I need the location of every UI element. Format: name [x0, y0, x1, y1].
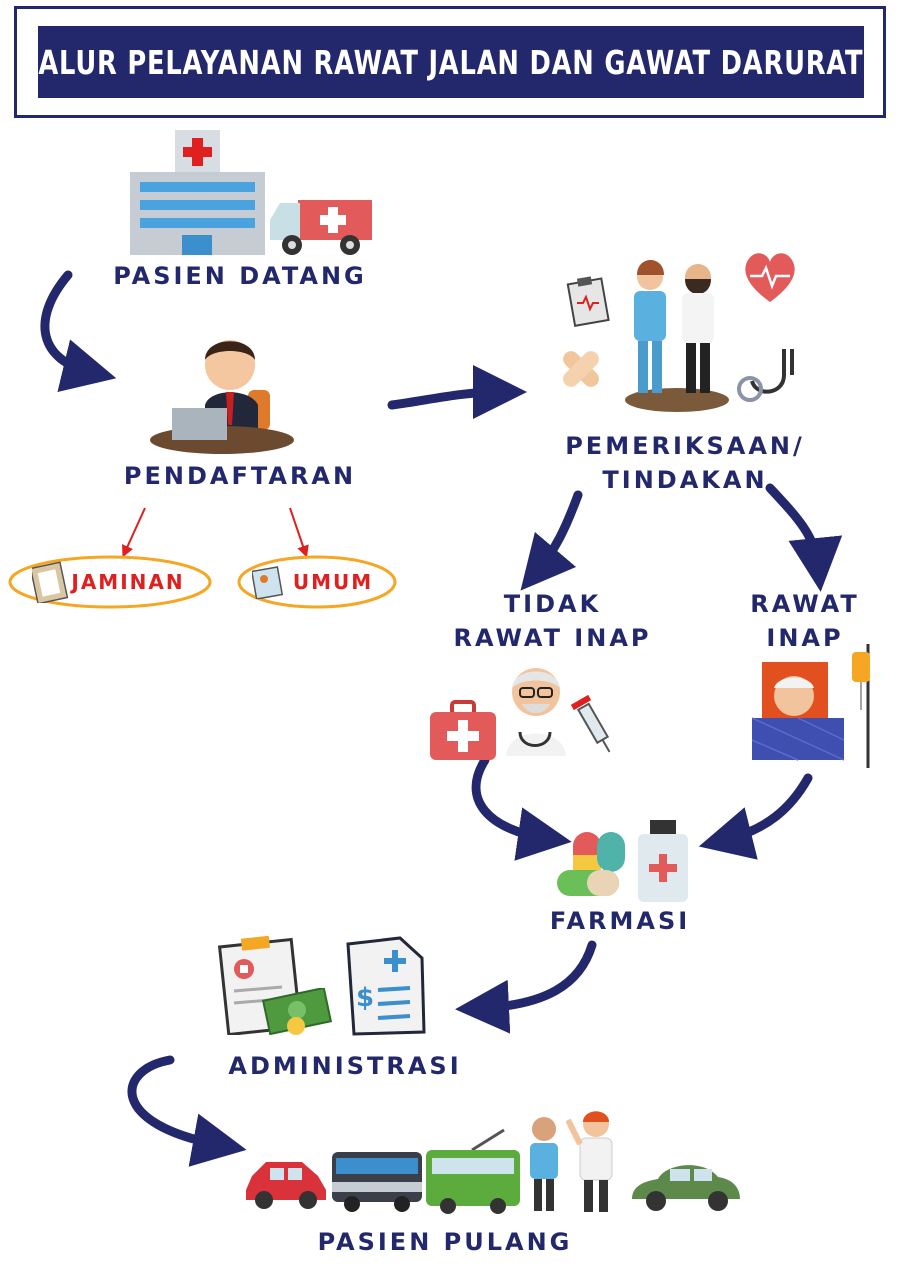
jaminan-frame [8, 555, 212, 609]
ambulance-icon [270, 200, 372, 255]
arrow-datang-to-daftar [40, 270, 117, 392]
arrow-tidak-to-farmasi [471, 755, 572, 861]
clipboard-icon [566, 276, 610, 327]
label-inap: INAP [766, 624, 844, 652]
label-pendaftaran: PENDAFTARAN [123, 462, 357, 490]
tram-icon [426, 1128, 520, 1214]
label-tindakan: TINDAKAN [602, 466, 768, 494]
bandage-icon [563, 351, 599, 387]
receptionist-icon [150, 340, 294, 454]
page-title: ALUR PELAYANAN RAWAT JALAN DAN GAWAT DAR… [38, 42, 864, 82]
syringe-icon [570, 694, 611, 753]
arrow-admin-to-pulang [127, 1055, 247, 1167]
umum-option: UMUM [236, 553, 398, 611]
label-farmasi: FARMASI [549, 907, 691, 935]
stethoscope-icon [737, 349, 794, 402]
arrow-rawat-to-farmasi [698, 773, 813, 860]
arrow-periksa-to-tidak [520, 490, 583, 591]
svg-text:$: $ [356, 983, 374, 1013]
umum-frame [237, 555, 397, 609]
doctor-icon [566, 1111, 613, 1212]
green-car-icon [632, 1165, 740, 1211]
medical-card-icon [252, 566, 284, 599]
bus-icon [332, 1152, 422, 1212]
pills-icon [557, 832, 625, 896]
label-jaminan: JAMINAN [71, 570, 185, 594]
arrow-periksa-to-rawat [765, 483, 843, 592]
label-rawat-inap-tidak: RAWAT INAP [453, 624, 652, 652]
label-tidak: TIDAK [503, 590, 602, 618]
arrow-farmasi-to-admin [455, 940, 597, 1034]
patient-bed-icon [752, 662, 845, 761]
title-frame [14, 6, 886, 118]
money-icon [262, 988, 332, 1036]
heart-rate-icon [745, 253, 795, 302]
clipboard-icon [32, 561, 68, 603]
car-icon [246, 1162, 326, 1209]
label-rawat: RAWAT [750, 590, 860, 618]
iv-drip-icon [852, 644, 870, 768]
doctor-patient-icon [625, 260, 729, 412]
arrow-daftar-to-periksa [387, 365, 527, 420]
label-umum: UMUM [292, 570, 374, 594]
label-pasien-pulang: PASIEN PULANG [317, 1228, 573, 1256]
invoice-icon: $ [346, 936, 426, 1036]
medicine-bottle-icon [638, 820, 688, 902]
hospital-icon [130, 130, 265, 255]
jaminan-option: JAMINAN [6, 553, 214, 611]
title-banner: ALUR PELAYANAN RAWAT JALAN DAN GAWAT DAR… [38, 26, 864, 98]
label-pasien-datang: PASIEN DATANG [113, 262, 367, 290]
arrow-daftar-to-umum [289, 507, 309, 558]
label-pemeriksaan: PEMERIKSAAN/ [565, 432, 805, 460]
label-administrasi: ADMINISTRASI [228, 1052, 462, 1080]
old-doctor-icon [506, 668, 566, 756]
person-icon [530, 1117, 558, 1211]
first-aid-kit-icon [430, 700, 496, 760]
arrow-daftar-to-jaminan [122, 507, 146, 558]
